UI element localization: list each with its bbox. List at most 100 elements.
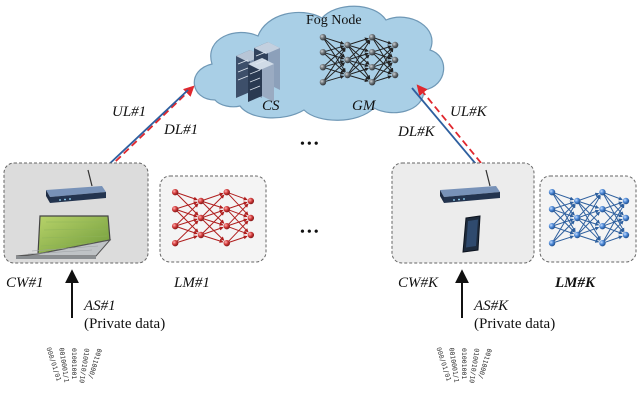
lm-left-node xyxy=(171,239,179,247)
bitstream-text: 010010/10 xyxy=(77,348,90,384)
as-right-label: AS#K xyxy=(473,298,509,314)
lm-left-node xyxy=(223,222,230,230)
lm-left-edge xyxy=(226,201,248,210)
lm-right-node xyxy=(622,214,630,222)
lm-right-edge xyxy=(551,225,575,235)
bitstream-text: 010010/10 xyxy=(467,348,480,384)
lm-left-edge xyxy=(226,191,248,201)
lm-left-node xyxy=(223,188,230,196)
gm-node xyxy=(344,71,351,79)
ellipsis-top: ••• xyxy=(300,137,321,152)
server-rack-icon xyxy=(236,42,280,102)
gm-edge xyxy=(371,47,393,68)
lm-left-edge xyxy=(200,226,224,236)
lm-left-edge xyxy=(226,235,248,244)
dl-right-label: DL#K xyxy=(397,124,436,140)
lm-left-edge xyxy=(200,200,225,224)
lm-left-edge xyxy=(200,211,225,236)
gm-edge xyxy=(347,59,370,80)
lm-left-node xyxy=(197,231,205,239)
lm-right-edge xyxy=(551,218,575,227)
lm-left-node xyxy=(171,188,179,196)
lm-left-edge xyxy=(174,225,198,235)
lm-right-edge xyxy=(577,234,600,243)
gm-edge xyxy=(347,59,369,68)
lm-right-edge xyxy=(551,203,576,244)
gm-edge xyxy=(347,74,369,83)
gm-edge xyxy=(371,47,394,83)
lm-right-edge xyxy=(576,194,601,219)
cw-left-label: CW#1 xyxy=(6,275,44,291)
lm-right-node xyxy=(622,197,630,205)
lm-right-node xyxy=(548,239,556,247)
gm-node xyxy=(368,63,376,71)
lm-right-edge xyxy=(602,203,624,227)
cs-label: CS xyxy=(262,98,280,114)
gm-edge xyxy=(322,51,345,60)
bitstream-text: 01001001 xyxy=(460,348,468,379)
gm-node xyxy=(391,56,399,64)
lm-left-node xyxy=(197,197,205,205)
lm-left-node xyxy=(197,214,205,222)
lm-right-node xyxy=(574,214,581,222)
gm-edge xyxy=(371,45,392,53)
gm-edge xyxy=(322,36,345,45)
lm-left-edge xyxy=(174,208,199,233)
lm-right-edge xyxy=(576,200,601,241)
gm-edge xyxy=(371,66,392,75)
lm-right-edge xyxy=(602,203,625,244)
lm-right-label: LM#K xyxy=(554,275,596,291)
lm-right-edge xyxy=(602,191,623,201)
private-data-left: (Private data) xyxy=(84,316,165,332)
gm-node xyxy=(391,71,399,79)
gm-edge xyxy=(322,51,346,73)
lm-right-node xyxy=(622,231,630,239)
lm-left-edge xyxy=(226,225,248,235)
private-data-right: (Private data) xyxy=(474,316,555,332)
lm-left-node xyxy=(171,222,179,230)
lm-left-edge xyxy=(200,217,224,226)
local-model-left-box xyxy=(159,175,267,263)
lm-left-node xyxy=(247,197,255,205)
lm-right-edge xyxy=(551,191,575,201)
gm-node xyxy=(368,79,376,86)
lm-right-edge xyxy=(576,200,601,224)
cw-right-label: CW#K xyxy=(398,275,439,291)
fog-node-title: Fog Node xyxy=(306,13,362,28)
local-model-left-network xyxy=(171,188,255,247)
gm-node xyxy=(368,49,376,56)
gm-edge xyxy=(347,44,370,65)
lm-right-node xyxy=(599,188,606,196)
lm-right-edge xyxy=(551,208,575,218)
lm-left-node xyxy=(247,231,255,239)
gm-edge xyxy=(371,75,392,83)
gm-edge xyxy=(322,47,345,68)
gm-node xyxy=(319,63,327,71)
lm-left-edge xyxy=(200,194,225,219)
lm-right-node xyxy=(548,205,556,213)
lm-left-edge xyxy=(200,192,224,202)
lm-right-edge xyxy=(551,235,575,244)
lm-left-edge xyxy=(174,220,199,244)
lm-right-edge xyxy=(602,208,624,233)
global-model-network xyxy=(319,34,399,86)
gm-node xyxy=(344,41,351,49)
as-left-label: AS#1 xyxy=(83,298,116,314)
lm-left-edge xyxy=(226,218,248,227)
gm-edge xyxy=(347,44,369,53)
dl-left-label: DL#1 xyxy=(163,122,198,138)
lm-right-edge xyxy=(551,203,575,227)
lm-right-edge xyxy=(551,208,575,233)
lm-left-label: LM#1 xyxy=(173,275,210,291)
wireless-router-icon xyxy=(440,169,500,203)
lm-right-node xyxy=(599,239,606,247)
lm-left-edge xyxy=(174,191,199,216)
lm-left-edge xyxy=(174,203,199,227)
gm-edge xyxy=(322,62,345,83)
ul-right-label: UL#K xyxy=(450,104,488,120)
lm-right-node xyxy=(574,231,581,239)
lm-left-node xyxy=(247,214,255,222)
